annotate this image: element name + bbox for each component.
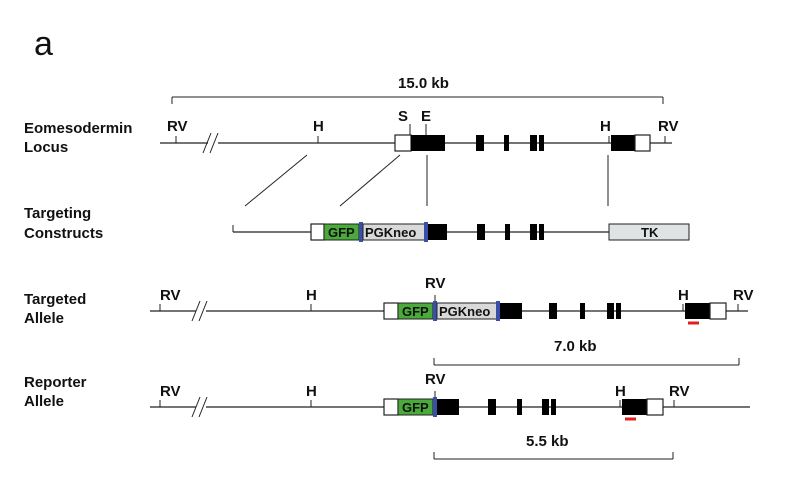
reporter-fragment-bar: 5.5 kb	[433, 433, 674, 460]
exon-1	[411, 135, 445, 151]
targeted-fragment-bar: 7.0 kb	[433, 338, 740, 366]
locus-site-h-left: H	[313, 118, 324, 135]
reporter-site-h-left: H	[306, 383, 317, 400]
targeted-site-h-left: H	[306, 287, 317, 304]
targeted-site-rv-right: RV	[733, 287, 754, 304]
targeted-gfp-label: GFP	[402, 304, 429, 319]
locus-scale-label: 15.0 kb	[398, 75, 449, 92]
targeting-label-line2: Constructs	[24, 225, 103, 242]
targeted-allele-map: RV H RV H RV GFP PGKneo	[150, 275, 754, 325]
pgkneo-label: PGKneo	[365, 225, 416, 240]
targeting-label-line1: Targeting	[24, 205, 91, 222]
break-mark	[202, 132, 212, 154]
exon-6	[611, 135, 635, 151]
reporter-label-line1: Reporter	[24, 374, 87, 391]
targeted-site-rv-left: RV	[160, 287, 181, 304]
targeted-pgkneo-label: PGKneo	[439, 304, 490, 319]
exon-5	[539, 135, 544, 151]
reporter-site-h-right: H	[615, 383, 626, 400]
reporter-fragment-label: 5.5 kb	[526, 433, 569, 450]
reporter-allele-map: RV H RV H RV GFP	[150, 371, 750, 421]
locus-map: RV H S E H RV	[160, 108, 679, 154]
targeted-site-rv-mid: RV	[425, 275, 446, 292]
tk-cassette	[608, 223, 690, 241]
targeting-construct-map: GFP PGKneo TK	[232, 222, 690, 242]
utr-3prime	[634, 134, 651, 152]
homology-lines	[244, 154, 609, 207]
reporter-site-rv-left: RV	[160, 383, 181, 400]
utr-5prime	[394, 134, 412, 152]
reporter-label-line2: Allele	[24, 393, 64, 410]
exon-4	[530, 135, 537, 151]
locus-label-line2: Locus	[24, 139, 68, 156]
reporter-site-rv-right: RV	[669, 383, 690, 400]
targeted-label-line1: Targeted	[24, 291, 86, 308]
locus-scale-bar: 15.0 kb	[171, 75, 664, 104]
loxp-site	[359, 222, 363, 242]
gfp-label: GFP	[328, 225, 355, 240]
targeted-site-h-right: H	[678, 287, 689, 304]
tk-label: TK	[641, 225, 659, 240]
exon-3	[504, 135, 509, 151]
loxp-site	[424, 222, 428, 242]
locus-site-rv-right: RV	[658, 118, 679, 135]
locus-site-h-right: H	[600, 118, 611, 135]
reporter-gfp-label: GFP	[402, 400, 429, 415]
locus-label-line1: Eomesodermin	[24, 120, 132, 137]
locus-site-rv-left: RV	[167, 118, 188, 135]
targeted-fragment-label: 7.0 kb	[554, 338, 597, 355]
targeted-label-line2: Allele	[24, 310, 64, 327]
panel-label: a	[34, 25, 53, 63]
locus-site-s: S	[398, 108, 408, 125]
exon-2	[476, 135, 484, 151]
reporter-site-rv-mid: RV	[425, 371, 446, 388]
locus-site-e: E	[421, 108, 431, 125]
